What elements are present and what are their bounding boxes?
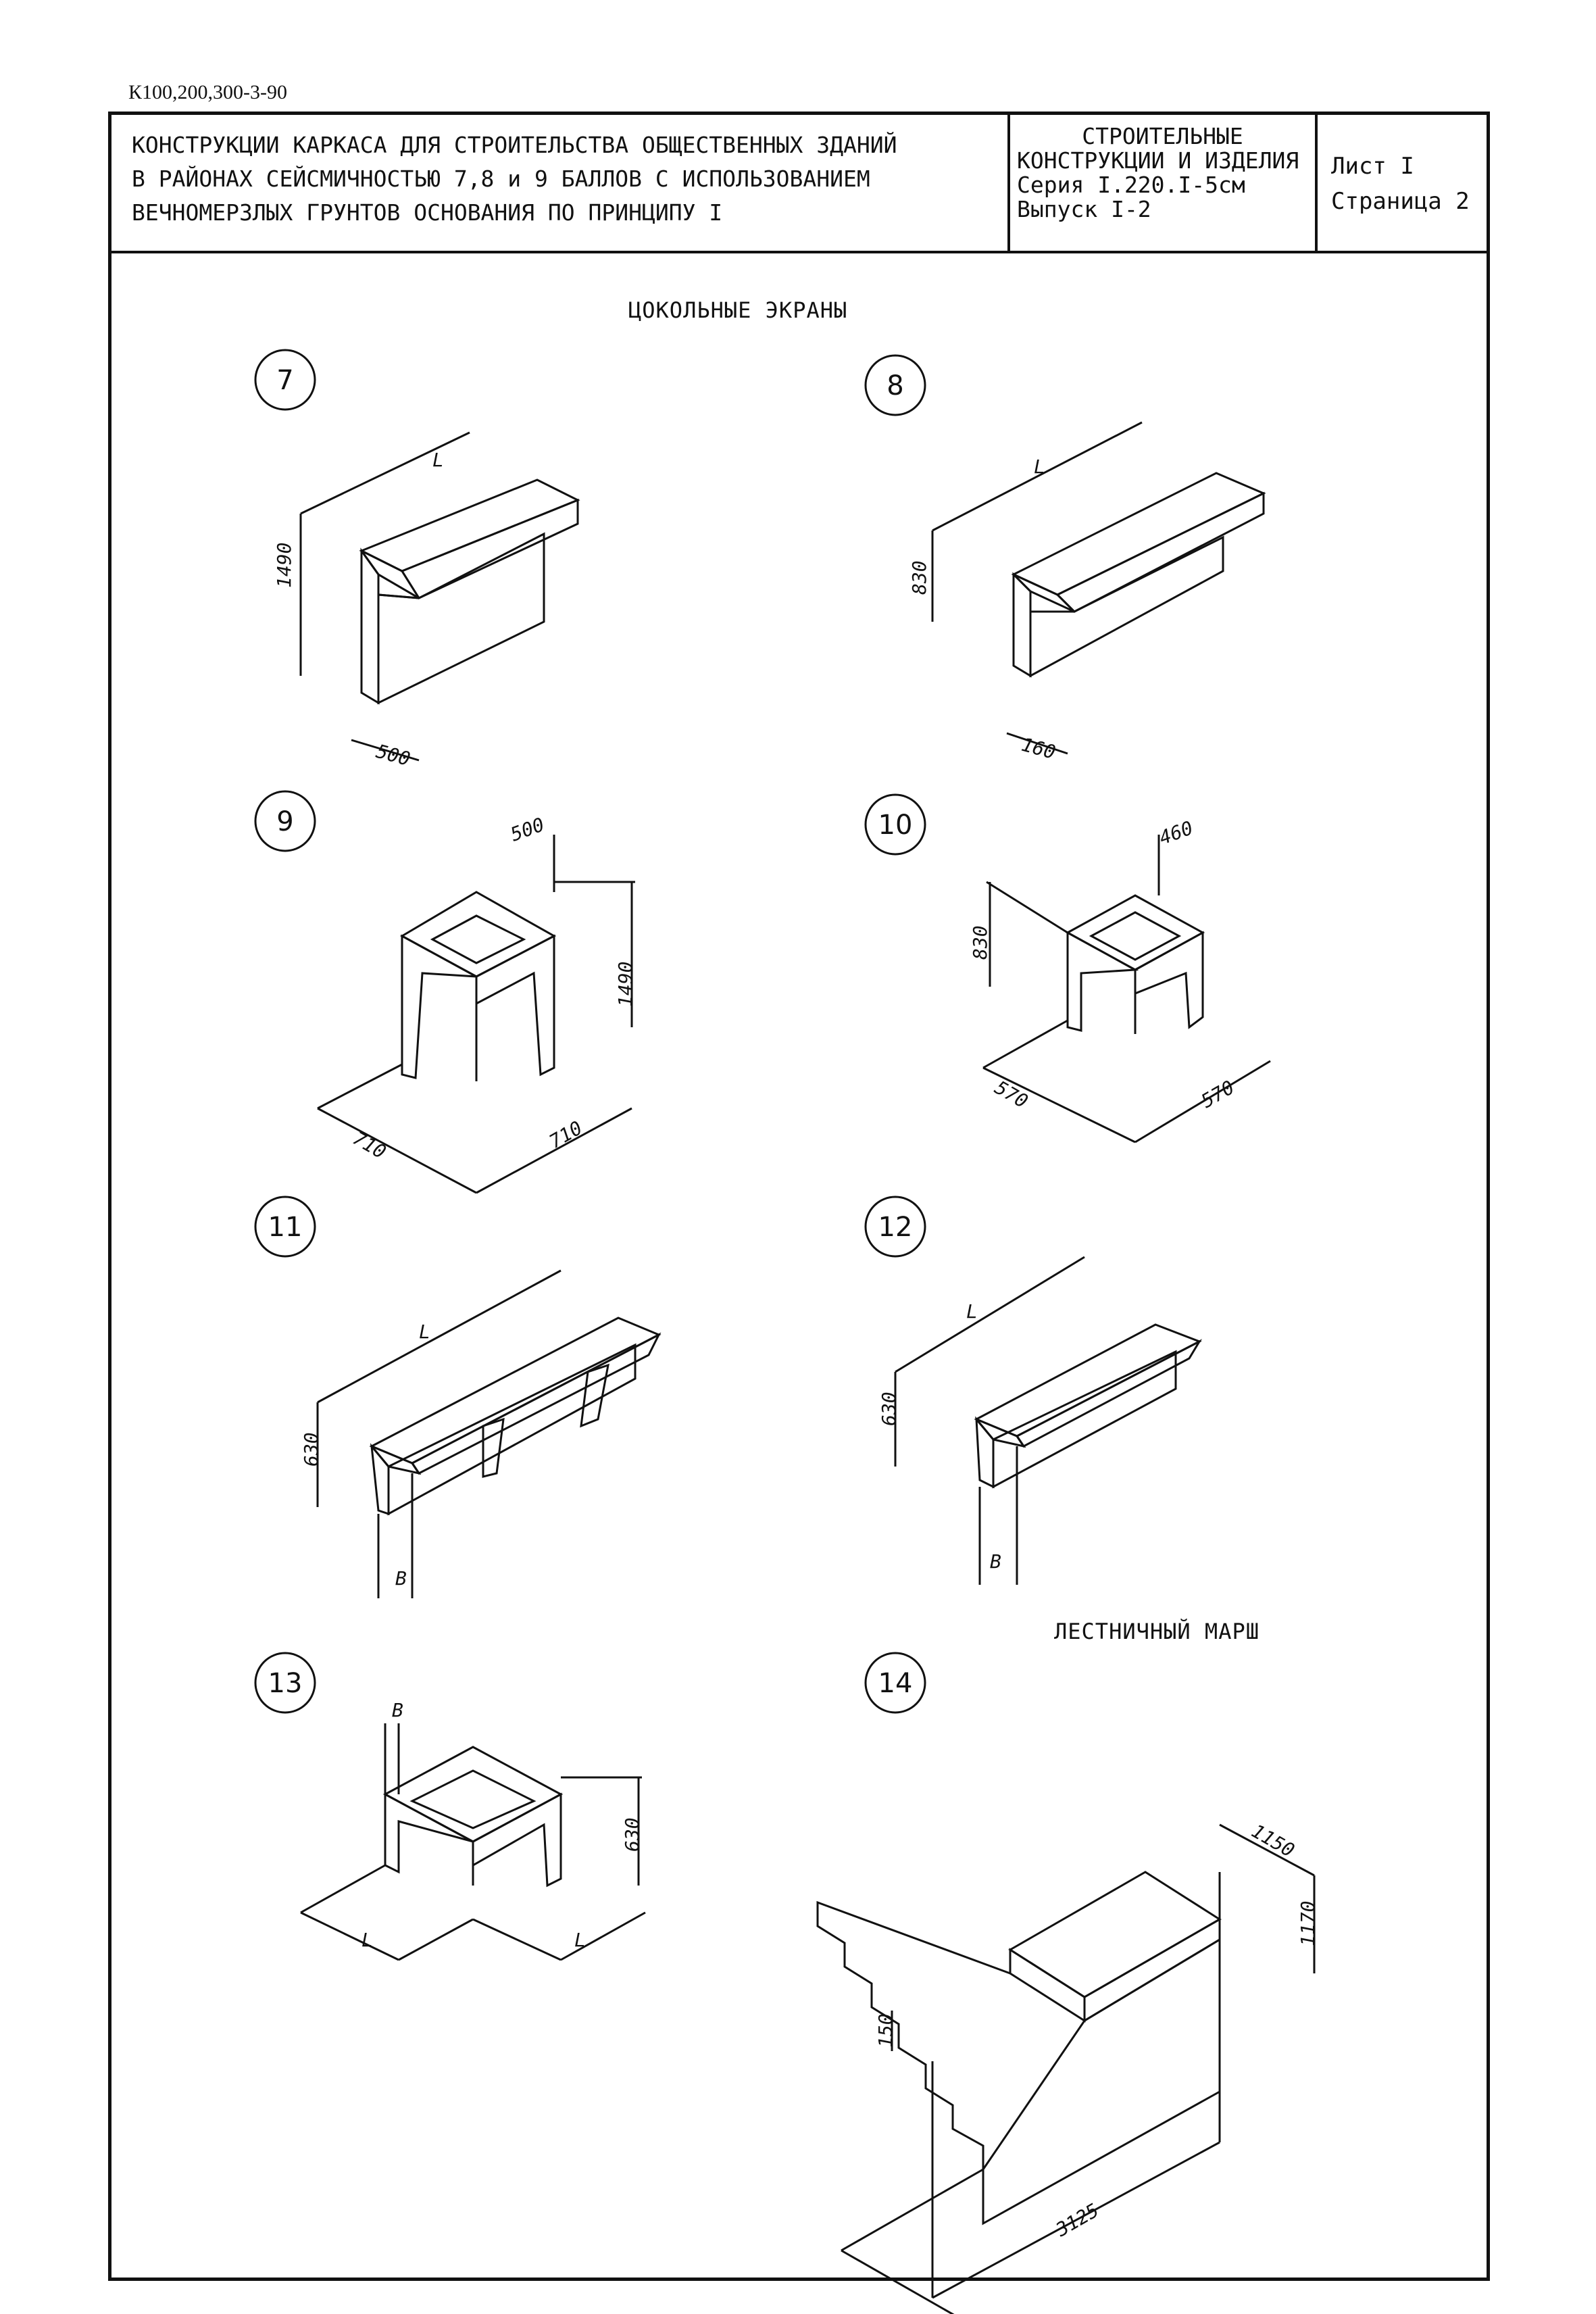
item-9-dim-height: 1490 [614, 962, 637, 1007]
item-10-marker [864, 793, 926, 856]
title-line-2: В РАЙОНАХ СЕЙСМИЧНОСТЬЮ 7,8 и 9 БАЛЛОВ С… [132, 166, 870, 192]
title-main: КОНСТРУКЦИИ КАРКАСА ДЛЯ СТРОИТЕЛЬСТВА ОБ… [111, 115, 1010, 251]
item-7-number: 7 [276, 365, 293, 396]
item-12-dim-width: B [990, 1550, 1001, 1573]
item-9-number: 9 [276, 806, 293, 837]
item-7-dim-height: 1490 [273, 543, 295, 588]
item-11-plinth-screen: 11 L 630 B [254, 1196, 662, 1598]
category-line-2: КОНСТРУКЦИИ И ИЗДЕЛИЯ [1017, 147, 1299, 174]
plinth-screens-title: ЦОКОЛЬНЫЕ ЭКРАНЫ [628, 297, 848, 323]
item-12-number: 12 [878, 1212, 913, 1243]
item-14-dim-width: 1150 [1248, 1819, 1299, 1861]
item-14-stair-flight: 14 1150 1170 150 3125 [816, 1652, 1319, 2314]
item-9-corner-screen: 9 500 1490 710 710 [254, 790, 637, 1194]
item-8-number: 8 [887, 370, 903, 401]
item-10-number: 10 [878, 810, 913, 841]
item-14-dim-height: 1170 [1297, 1901, 1319, 1946]
title-line-1: КОНСТРУКЦИИ КАРКАСА ДЛЯ СТРОИТЕЛЬСТВА ОБ… [132, 132, 897, 158]
item-8-plinth-screen: 8 L 830 160 [864, 354, 1266, 764]
item-9-dim-left: 710 [349, 1127, 390, 1163]
issue-label: Выпуск I-2 [1017, 196, 1151, 222]
item-10-corner-screen: 10 460 830 570 570 [864, 793, 1271, 1143]
item-14-dim-length: 3125 [1051, 2199, 1103, 2242]
item-13-corner-screen: 13 B 630 L L [254, 1652, 646, 1961]
item-13-number: 13 [268, 1668, 303, 1699]
item-12-plinth-screen: 12 L 630 B [864, 1196, 1203, 1585]
item-10-dim-top: 460 [1156, 816, 1196, 849]
item-10-dim-right: 570 [1197, 1076, 1238, 1112]
item-10-dim-height: 830 [969, 925, 991, 960]
item-7-marker [254, 349, 316, 411]
item-8-marker [864, 354, 926, 416]
item-14-marker [864, 1652, 926, 1714]
drawing-sheet: КОНСТРУКЦИИ КАРКАСА ДЛЯ СТРОИТЕЛЬСТВА ОБ… [108, 112, 1490, 2281]
item-7-plinth-screen: 7 L 1490 500 [254, 349, 580, 770]
item-13-dim-right: L [574, 1929, 586, 1951]
page-label: Страница 2 [1331, 188, 1470, 215]
document-code: К100,200,300-3-90 [128, 81, 287, 103]
item-8-dim-length: L [1034, 456, 1045, 478]
item-9-dim-top: 500 [507, 813, 547, 845]
title-series-cell: СТРОИТЕЛЬНЫЕ КОНСТРУКЦИИ И ИЗДЕЛИЯ Серия… [1010, 115, 1318, 251]
item-10-dim-left: 570 [991, 1076, 1032, 1112]
item-13-marker [254, 1652, 316, 1714]
item-8-dim-height: 830 [908, 560, 930, 595]
item-9-marker [254, 790, 316, 852]
item-11-number: 11 [268, 1212, 303, 1243]
item-9-dim-right: 710 [545, 1116, 586, 1153]
item-11-dim-height: 630 [300, 1432, 322, 1467]
title-block: КОНСТРУКЦИИ КАРКАСА ДЛЯ СТРОИТЕЛЬСТВА ОБ… [111, 115, 1487, 253]
item-13-dim-height: 630 [621, 1817, 643, 1852]
stair-flight-title: ЛЕСТНИЧНЫЙ МАРШ [1054, 1619, 1260, 1644]
item-14-dim-riser: 150 [874, 2013, 897, 2048]
series-label: Серия I.220.I-5см [1017, 172, 1245, 198]
item-12-dim-length: L [966, 1300, 978, 1323]
sheet-label: Лист I [1331, 153, 1414, 180]
item-11-dim-length: L [419, 1321, 430, 1343]
item-12-dim-height: 630 [878, 1392, 900, 1426]
item-7-dim-length: L [432, 449, 444, 471]
item-11-dim-width: B [395, 1567, 407, 1590]
title-line-3: ВЕЧНОМЕРЗЛЫХ ГРУНТОВ ОСНОВАНИЯ ПО ПРИНЦИ… [132, 199, 723, 226]
item-14-number: 14 [878, 1668, 913, 1699]
item-11-marker [254, 1196, 316, 1258]
item-7-dim-width: 500 [374, 740, 412, 770]
item-12-marker [864, 1196, 926, 1258]
category-line-1: СТРОИТЕЛЬНЫЕ [1082, 123, 1243, 149]
item-13-dim-thickness: B [392, 1699, 403, 1721]
item-13-dim-left: L [361, 1929, 373, 1951]
title-sheet-cell: Лист I Страница 2 [1318, 115, 1490, 251]
